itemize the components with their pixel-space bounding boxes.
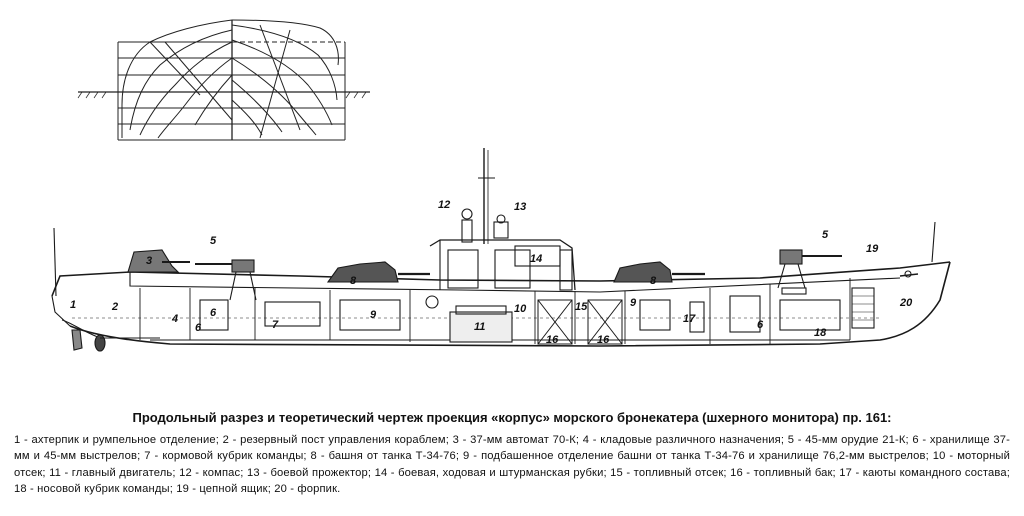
callout-16-a: 16 — [546, 334, 559, 346]
ship-drawing: 1 2 3 4 5 5 6 6 6 7 8 8 9 9 10 11 12 13 … — [51, 19, 951, 352]
callout-16-b: 16 — [597, 334, 610, 346]
callout-19: 19 — [866, 243, 879, 255]
callout-14: 14 — [530, 253, 542, 265]
callout-12: 12 — [438, 199, 450, 211]
callout-9-aft: 9 — [370, 309, 377, 321]
callout-6-c: 6 — [757, 319, 764, 331]
callout-18: 18 — [814, 327, 827, 339]
callout-labels: 1 2 3 4 5 5 6 6 6 7 8 8 9 9 10 11 12 13 … — [70, 199, 913, 346]
callout-15: 15 — [575, 301, 588, 313]
hull-section — [51, 148, 951, 352]
figure-caption-title: Продольный разрез и теоретический чертеж… — [132, 410, 892, 425]
callout-5-aft: 5 — [210, 235, 217, 247]
callout-3: 3 — [146, 255, 152, 267]
callout-20: 20 — [899, 297, 913, 309]
callout-1: 1 — [70, 299, 76, 311]
figure-legend: 1 - ахтерпик и румпельное отделение; 2 -… — [14, 434, 1010, 495]
callout-6-a: 6 — [195, 322, 202, 334]
callout-8-aft: 8 — [350, 275, 357, 287]
callout-2: 2 — [111, 301, 118, 313]
callout-4: 4 — [171, 313, 178, 325]
callout-11: 11 — [474, 321, 485, 333]
callout-7: 7 — [272, 319, 279, 331]
callout-10: 10 — [514, 303, 527, 315]
callout-6-b: 6 — [210, 307, 217, 319]
callout-13: 13 — [514, 201, 526, 213]
callout-5-fore: 5 — [822, 229, 829, 241]
callout-8-fore: 8 — [650, 275, 657, 287]
callout-9-fore: 9 — [630, 297, 637, 309]
body-plan — [77, 19, 370, 141]
callout-17: 17 — [683, 313, 696, 325]
